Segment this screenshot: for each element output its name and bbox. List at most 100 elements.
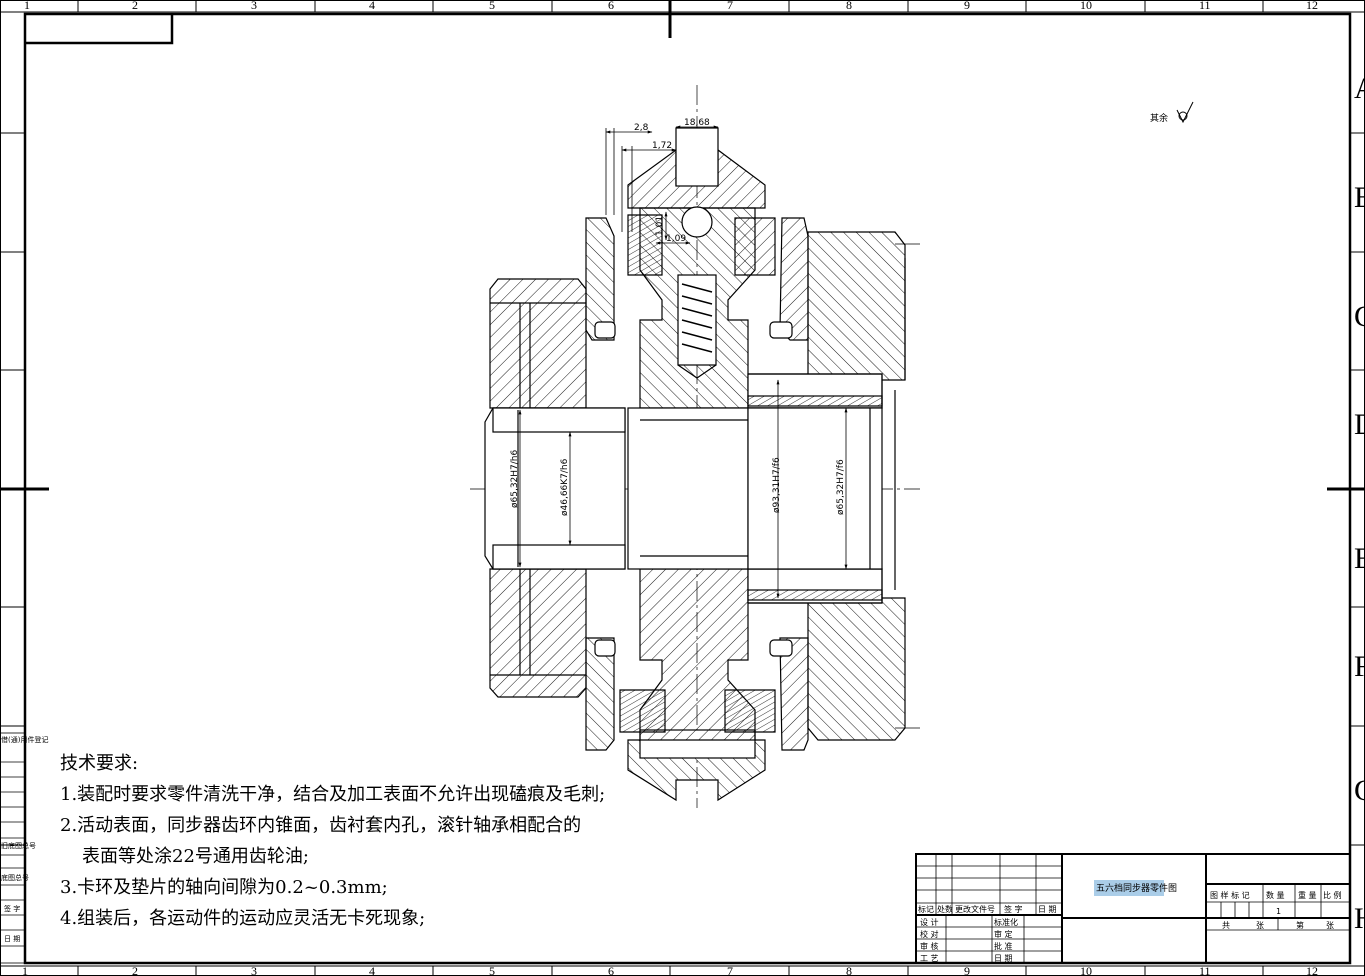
zone-col-label: 3 — [251, 964, 257, 976]
dimension-texts: 2,8 18,68 1,72 1,01 1,09 ø65,32H7/h6 ø46… — [510, 118, 846, 516]
role-label: 设 计 — [920, 917, 939, 927]
zone-col-label: 10 — [1080, 964, 1092, 976]
dim-dia-65-f6: ø65,32H7/f6 — [836, 459, 846, 515]
requirement-item: 3.卡环及垫片的轴向间隙为0.2~0.3mm; — [60, 877, 388, 898]
zone-col-label: 1 — [22, 964, 28, 976]
zone-col-label: 9 — [964, 0, 970, 12]
zone-col-label: 7 — [727, 964, 733, 976]
role-label: 审 定 — [994, 929, 1013, 939]
zone-row-label: A — [1354, 72, 1365, 105]
side-label: 日 期 — [4, 935, 20, 943]
title-block — [915, 853, 1351, 964]
left-ring-top — [585, 217, 615, 341]
rev-header: 日 期 — [1038, 905, 1057, 914]
dim-1-01: 1,01 — [655, 216, 665, 236]
role-label: 工 艺 — [920, 954, 939, 963]
surface-finish-note: 其余 — [1150, 112, 1168, 124]
zone-letters-right: A B C D E F G H — [1354, 72, 1365, 935]
zone-row-label: B — [1354, 181, 1365, 214]
title-block-text: 五六档同步器零件图 标记 处数 更改文件号 签 字 日 期 设 计 校 对 审 … — [918, 882, 1342, 963]
dimension-lines — [518, 125, 848, 599]
zone-col-label: 9 — [964, 964, 970, 976]
corner-box — [25, 14, 174, 45]
zone-col-label: 5 — [489, 0, 495, 12]
dim-1-09: 1,09 — [666, 234, 686, 244]
center-bore — [627, 407, 749, 570]
zone-col-label: 10 — [1080, 0, 1092, 12]
surface-roughness-symbol: 其余 — [1150, 101, 1194, 124]
dim-2-8: 2,8 — [634, 123, 649, 133]
zone-col-label: 4 — [369, 964, 375, 976]
drawing-name: 五六档同步器零件图 — [1096, 882, 1177, 894]
rev-header: 处数 — [937, 904, 953, 914]
dim-dia-46-h6: ø46,66K7/h6 — [560, 458, 570, 516]
zone-row-label: G — [1354, 774, 1365, 807]
dim-18-68: 18,68 — [684, 118, 710, 128]
zone-col-label: 12 — [1306, 0, 1318, 12]
side-label: 借(通)用件登记 — [1, 735, 48, 744]
left-gear-bottom — [489, 568, 587, 698]
right-ring-bottom — [779, 637, 809, 751]
right-gear-top — [807, 231, 906, 381]
zone-col-label: 5 — [489, 964, 495, 976]
role-label: 校 对 — [920, 929, 939, 939]
zone-row-label: H — [1354, 902, 1365, 935]
info-header: 图 样 标 记 — [1210, 890, 1250, 900]
right-gear-bottom — [807, 597, 906, 741]
role-label: 标准化 — [994, 917, 1018, 927]
zone-col-label: 2 — [132, 0, 138, 12]
zone-col-label: 6 — [608, 964, 614, 976]
zone-col-label: 11 — [1199, 964, 1211, 976]
info-header: 比 例 — [1323, 890, 1342, 900]
sheet-unit: 张 — [1326, 921, 1334, 930]
zone-col-label: 1 — [24, 0, 30, 12]
requirement-item: 表面等处涂22号通用齿轮油; — [82, 846, 309, 867]
zone-row-label: C — [1354, 300, 1365, 333]
zone-numbers-top: 1 2 3 4 5 6 7 8 9 10 11 12 — [24, 0, 1318, 12]
technical-requirements: 技术要求: 1.装配时要求零件清洗干净，结合及加工表面不允许出现磕痕及毛刺; 2… — [60, 748, 605, 934]
sheet-total-label: 共 — [1222, 921, 1230, 930]
detent-ball — [681, 206, 713, 238]
zone-row-label: E — [1354, 542, 1365, 575]
requirement-item: 2.活动表面，同步器齿环内锥面，齿衬套内孔，滚针轴承相配合的 — [60, 815, 582, 836]
dim-dia-93-f6: ø93,31H7/f6 — [772, 457, 782, 513]
title-highlight — [1094, 880, 1164, 896]
right-bore — [747, 407, 883, 570]
zone-col-label: 2 — [132, 964, 138, 976]
centering-marks — [0, 0, 1365, 491]
info-header: 数 量 — [1266, 890, 1285, 900]
zone-row-label: D — [1354, 408, 1365, 441]
side-register-strip — [0, 732, 26, 964]
zone-col-label: 4 — [369, 0, 375, 12]
side-label: 底图总号 — [1, 873, 29, 882]
zone-col-label: 12 — [1306, 964, 1318, 976]
left-ring-bottom — [585, 637, 615, 751]
side-label: 签 字 — [4, 904, 20, 913]
rev-header: 更改文件号 — [955, 904, 995, 914]
role-label: 日 期 — [994, 954, 1013, 963]
zone-numbers-bottom: 1 2 3 4 5 6 7 8 9 10 11 12 — [22, 964, 1318, 976]
zone-col-label: 11 — [1199, 0, 1211, 12]
zone-col-label: 8 — [846, 964, 852, 976]
sheet-unit: 张 — [1256, 921, 1264, 930]
rev-header: 签 字 — [1004, 904, 1023, 914]
side-label: 旧底图总号 — [1, 841, 36, 850]
role-label: 审 核 — [920, 941, 939, 951]
sheet-number: 1 — [1276, 907, 1281, 916]
zone-row-label: F — [1354, 650, 1365, 683]
synchronizer-section-view — [470, 85, 920, 808]
left-gear-top — [489, 278, 587, 409]
zone-col-label: 6 — [608, 0, 614, 12]
sheet-index-label: 第 — [1296, 920, 1304, 930]
role-label: 批 准 — [994, 941, 1013, 951]
zone-col-label: 3 — [251, 0, 257, 12]
rev-header: 标记 — [918, 904, 934, 914]
side-register-labels: 借(通)用件登记 旧底图总号 底图总号 签 字 日 期 — [1, 735, 48, 943]
requirement-item: 1.装配时要求零件清洗干净，结合及加工表面不允许出现磕痕及毛刺; — [60, 784, 606, 805]
requirements-heading: 技术要求: — [60, 753, 139, 774]
requirement-item: 4.组装后，各运动件的运动应灵活无卡死现象; — [60, 908, 426, 929]
zone-col-label: 8 — [846, 0, 852, 12]
dim-dia-65-h6: ø65,32H7/h6 — [510, 449, 520, 508]
